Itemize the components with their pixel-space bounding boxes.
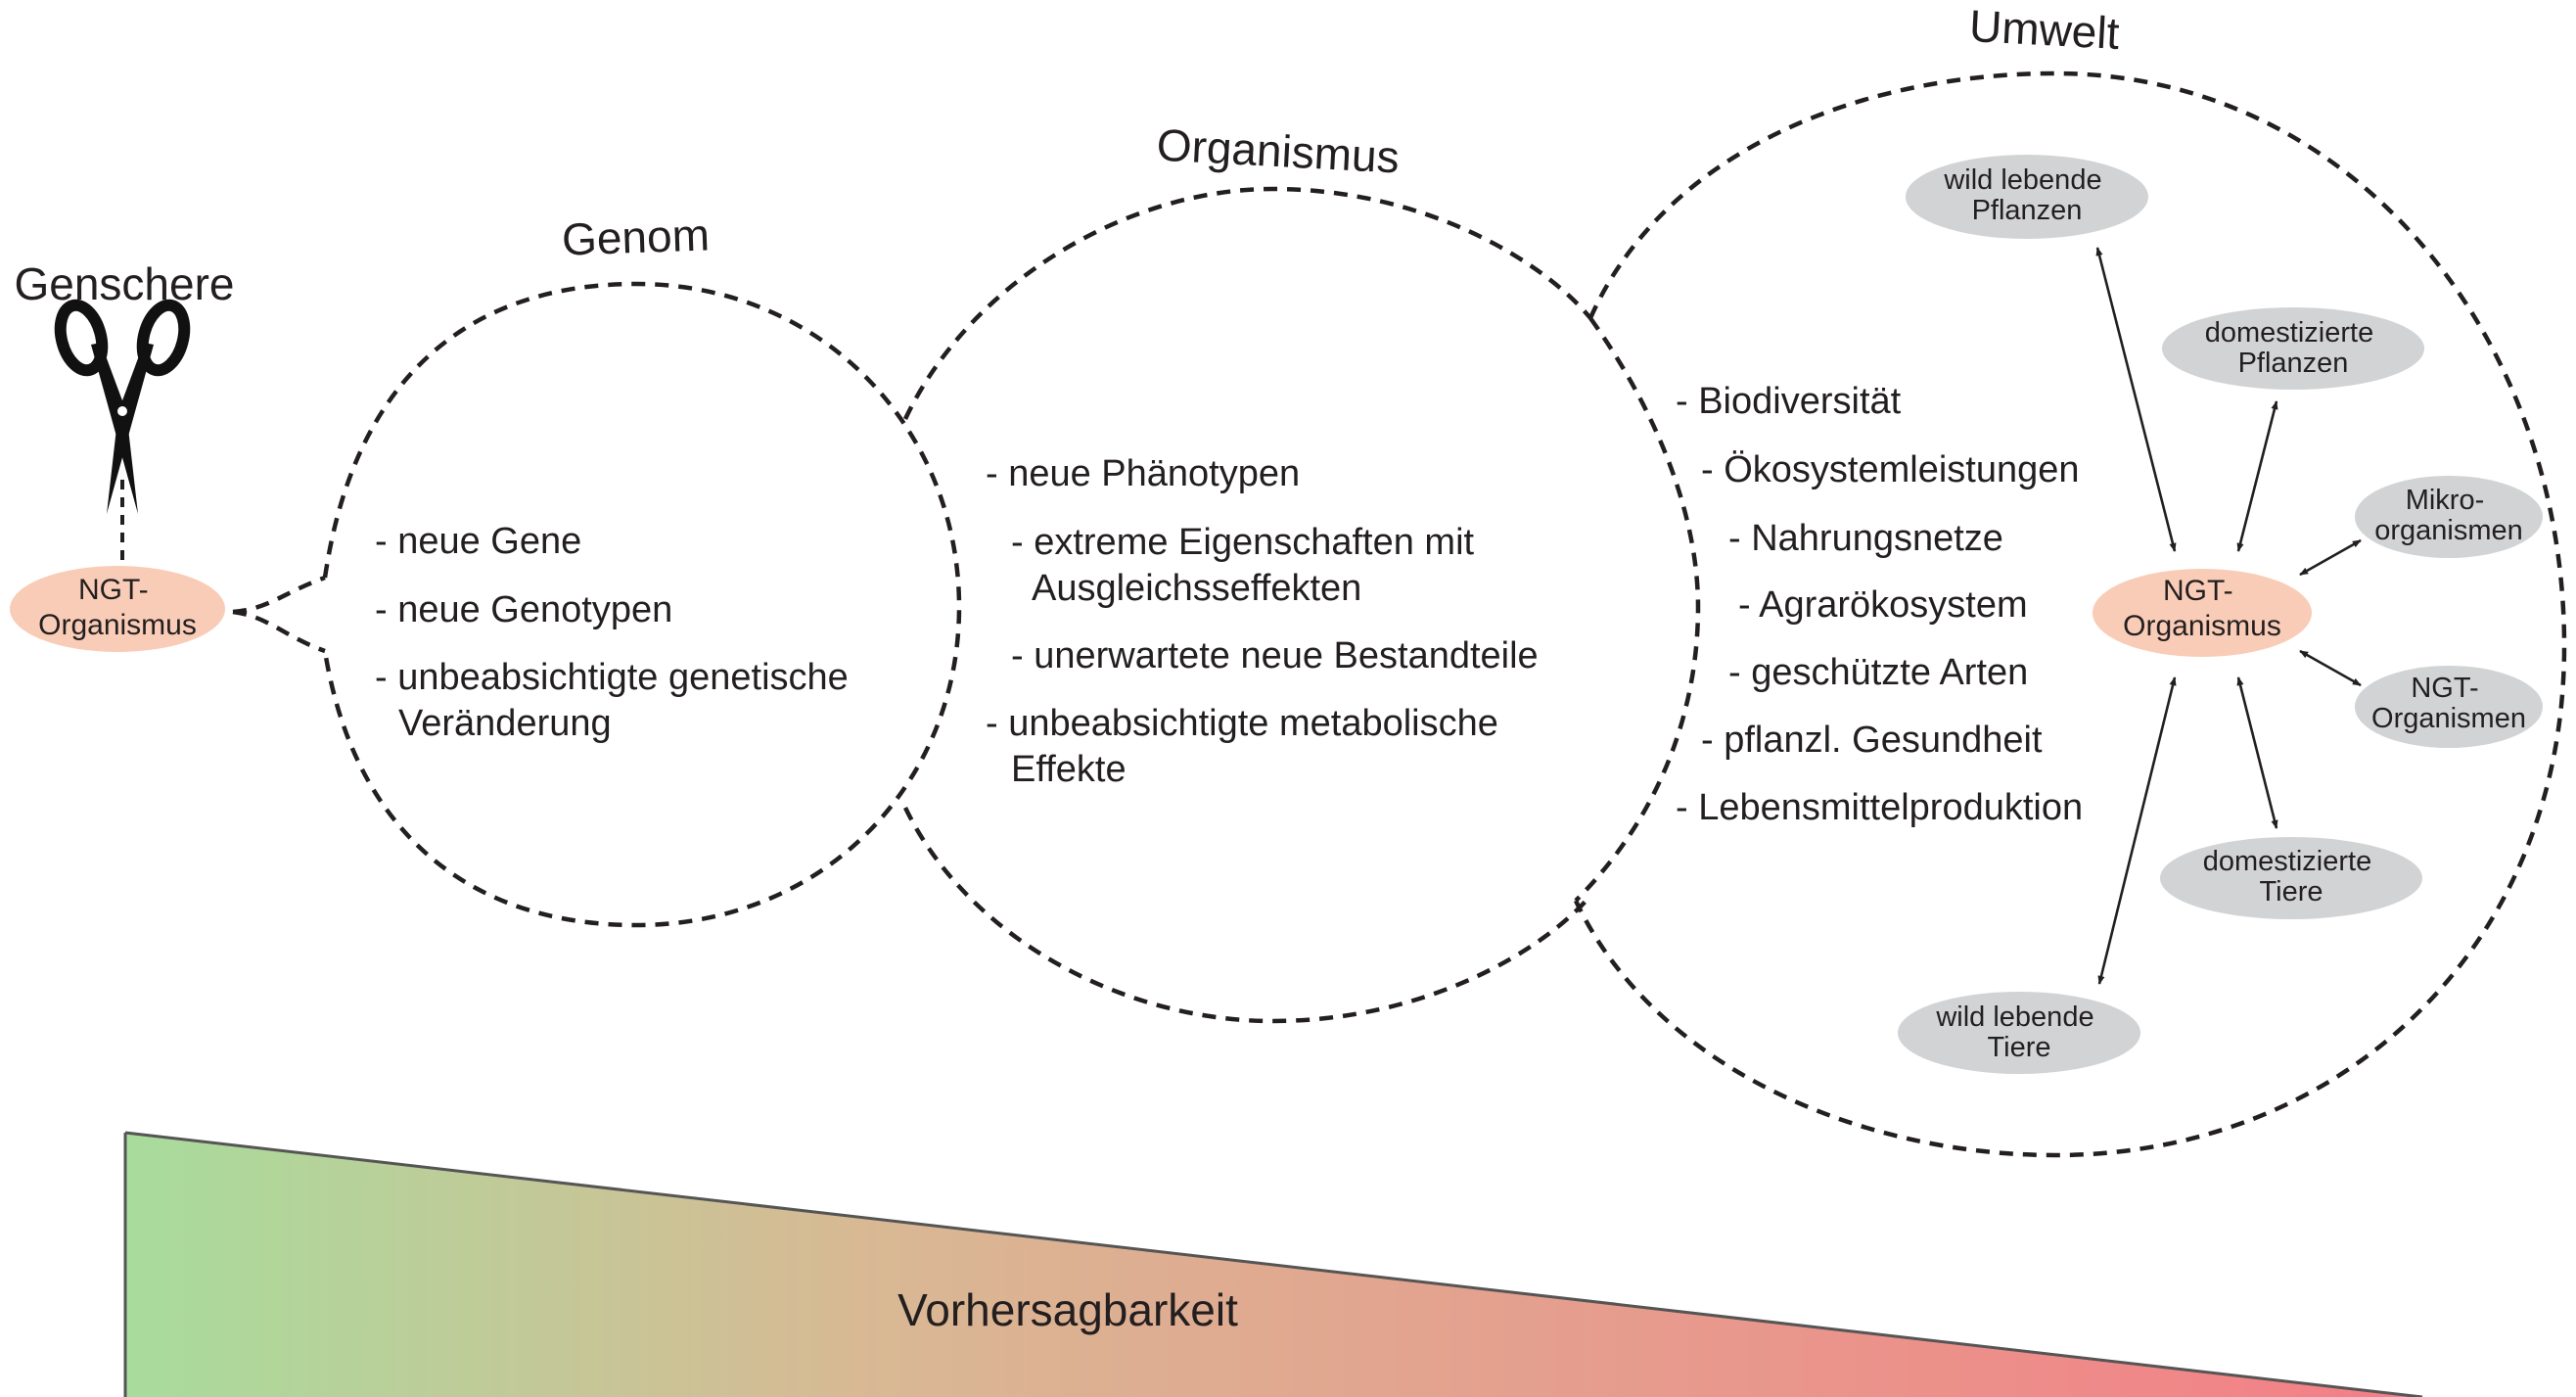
- arrow-domestic-plants: [2236, 400, 2278, 552]
- environment-item: - Biodiversität: [1676, 381, 1902, 422]
- ngt-organism-center: [2093, 569, 2312, 657]
- organism-item: - unerwartete neue Bestandteile: [1011, 635, 1539, 676]
- environment-item: - Nahrungsnetze: [1728, 518, 2003, 559]
- predictability-edge: [124, 1131, 2423, 1397]
- predictability-label: Vorhersagbarkeit: [897, 1284, 1238, 1335]
- genome-item: - neue Gene: [375, 521, 581, 562]
- ngt-organism-start-label: NGT- Organismus: [38, 574, 197, 641]
- organism-item: - neue Phänotypen: [986, 453, 1300, 494]
- node-wild-animals: wild lebende Tiere: [1898, 992, 2140, 1074]
- svg-text:NGT- Organismen: NGT- Organismen: [2371, 673, 2526, 734]
- svg-text:domestizierte Pflanzen: domestizierte Pflanzen: [2205, 317, 2382, 379]
- environment-item: - pflanzl. Gesundheit: [1701, 720, 2043, 761]
- arrow-domestic-animals: [2236, 676, 2278, 829]
- organism-item: - unbeabsichtigte metabolische: [986, 703, 1498, 744]
- arrow-wild-plants: [2095, 247, 2177, 552]
- genome-circle: [322, 281, 962, 928]
- ngt-organism-center-label: NGT- Organismus: [2123, 575, 2281, 642]
- environment-item: - Agrarökosystem: [1738, 584, 2028, 626]
- tool-title: Genschere: [14, 258, 234, 309]
- genome-title: Genom: [561, 209, 711, 264]
- organism-list: - neue Phänotypen - extreme Eigenschafte…: [986, 453, 1539, 790]
- organism-item-continuation: Ausgleichsseffekten: [1032, 568, 1361, 609]
- node-domestic-animals: domestizierte Tiere: [2160, 837, 2422, 919]
- arrow-microorganisms: [2299, 538, 2362, 577]
- scissors-icon: [54, 299, 191, 514]
- svg-text:domestizierte Tiere: domestizierte Tiere: [2203, 846, 2380, 908]
- node-ngt-organisms: NGT- Organismen: [2355, 666, 2543, 748]
- environment-item: - Ökosystemleistungen: [1701, 449, 2080, 490]
- genome-item-continuation: Veränderung: [398, 703, 612, 744]
- svg-text:wild lebende Pflanzen: wild lebende Pflanzen: [1943, 164, 2109, 226]
- genome-to-organism-connector: [232, 575, 326, 654]
- organism-item: - extreme Eigenschaften mit: [1011, 522, 1475, 563]
- genome-list: - neue Gene - neue Genotypen - unbeabsic…: [375, 521, 849, 744]
- arrow-ngt-organisms: [2299, 649, 2362, 687]
- organism-item-continuation: Effekte: [1011, 749, 1127, 790]
- environment-title: Umwelt: [1968, 0, 2121, 59]
- genome-item: - neue Genotypen: [375, 589, 672, 630]
- environment-list: - Biodiversität - Ökosystemleistungen - …: [1676, 381, 2083, 828]
- svg-text:wild lebende Tiere: wild lebende Tiere: [1935, 1001, 2101, 1063]
- organism-environment-boundary: [1574, 316, 1701, 903]
- ngt-organism-start: [10, 566, 225, 652]
- organism-title: Organismus: [1156, 119, 1401, 183]
- environment-circle: [1573, 70, 2567, 1158]
- genome-item: - unbeabsichtigte genetische: [375, 657, 849, 698]
- node-domestic-plants: domestizierte Pflanzen: [2162, 307, 2424, 390]
- environment-item: - geschützte Arten: [1728, 652, 2028, 693]
- environment-item: - Lebensmittelproduktion: [1676, 787, 2083, 828]
- svg-text:Mikro- organismen: Mikro- organismen: [2374, 485, 2523, 546]
- node-wild-plants: wild lebende Pflanzen: [1906, 155, 2148, 239]
- arrow-wild-animals: [2097, 676, 2177, 985]
- node-microorganisms: Mikro- organismen: [2355, 476, 2543, 558]
- interaction-arrows: [2095, 247, 2362, 985]
- organism-circle: [902, 186, 1592, 1024]
